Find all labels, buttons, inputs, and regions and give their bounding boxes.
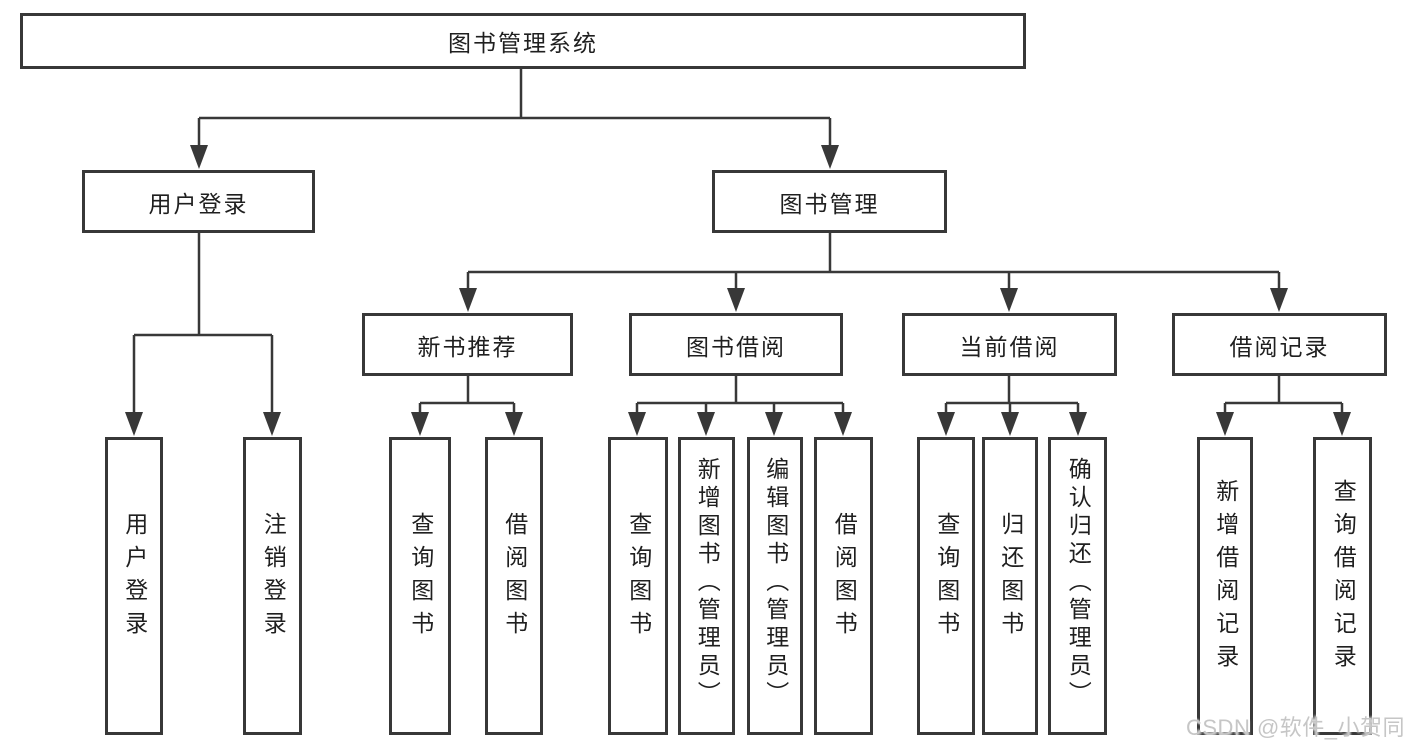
node-borrowing-records: 借阅记录 — [1172, 313, 1387, 376]
node-label: 图书管理 — [779, 190, 880, 217]
leaf-add-books-admin: 新增图书（管理员） — [678, 437, 735, 735]
leaf-add-borrow-record: 新增借阅记录 — [1197, 437, 1253, 735]
leaf-edit-books-admin: 编辑图书（管理员） — [747, 437, 803, 735]
leaf-label: 借阅图书 — [831, 512, 858, 644]
node-label: 当前借阅 — [959, 333, 1060, 360]
leaf-borrow-books-recommend: 借阅图书 — [485, 437, 543, 735]
leaf-label: 查询图书 — [625, 512, 652, 644]
leaf-confirm-return-admin: 确认归还（管理员） — [1048, 437, 1107, 735]
leaf-label: 用户登录 — [121, 512, 148, 644]
leaf-return-books: 归还图书 — [982, 437, 1038, 735]
node-library-management-system: 图书管理系统 — [20, 13, 1026, 69]
leaf-query-books-current: 查询图书 — [917, 437, 975, 735]
leaf-label: 查询图书 — [933, 512, 960, 644]
leaf-borrow-books: 借阅图书 — [814, 437, 873, 735]
leaf-label: 借阅图书 — [501, 512, 528, 644]
leaf-query-borrow-record: 查询借阅记录 — [1313, 437, 1372, 735]
node-book-management: 图书管理 — [712, 170, 947, 233]
node-user-login: 用户登录 — [82, 170, 315, 233]
node-current-borrowing: 当前借阅 — [902, 313, 1117, 376]
leaf-query-books-borrow: 查询图书 — [608, 437, 668, 735]
leaf-label: 注销登录 — [260, 512, 287, 644]
leaf-logout: 注销登录 — [243, 437, 302, 735]
node-label: 图书借阅 — [686, 333, 786, 360]
leaf-label: 新增借阅记录 — [1212, 479, 1239, 677]
csdn-watermark: CSDN @软件_小贺同学 — [1186, 715, 1405, 740]
leaf-label: 归还图书 — [997, 512, 1024, 644]
node-label: 用户登录 — [148, 190, 249, 217]
node-label: 借阅记录 — [1229, 333, 1330, 360]
node-label: 图书管理系统 — [448, 30, 598, 56]
leaf-label: 查询借阅记录 — [1330, 479, 1357, 677]
connector-lines — [132, 69, 1344, 417]
node-book-borrowing: 图书借阅 — [629, 313, 843, 376]
leaf-label: 确认归还（管理员） — [1065, 457, 1092, 709]
leaf-label: 新增图书（管理员） — [694, 457, 721, 709]
leaf-query-books-recommend: 查询图书 — [389, 437, 451, 735]
leaf-user-login: 用户登录 — [105, 437, 163, 735]
leaf-label: 编辑图书（管理员） — [762, 457, 789, 709]
node-new-book-recommendation: 新书推荐 — [362, 313, 573, 376]
leaf-label: 查询图书 — [407, 512, 434, 644]
node-label: 新书推荐 — [417, 333, 518, 360]
arrowheads — [125, 145, 1351, 436]
